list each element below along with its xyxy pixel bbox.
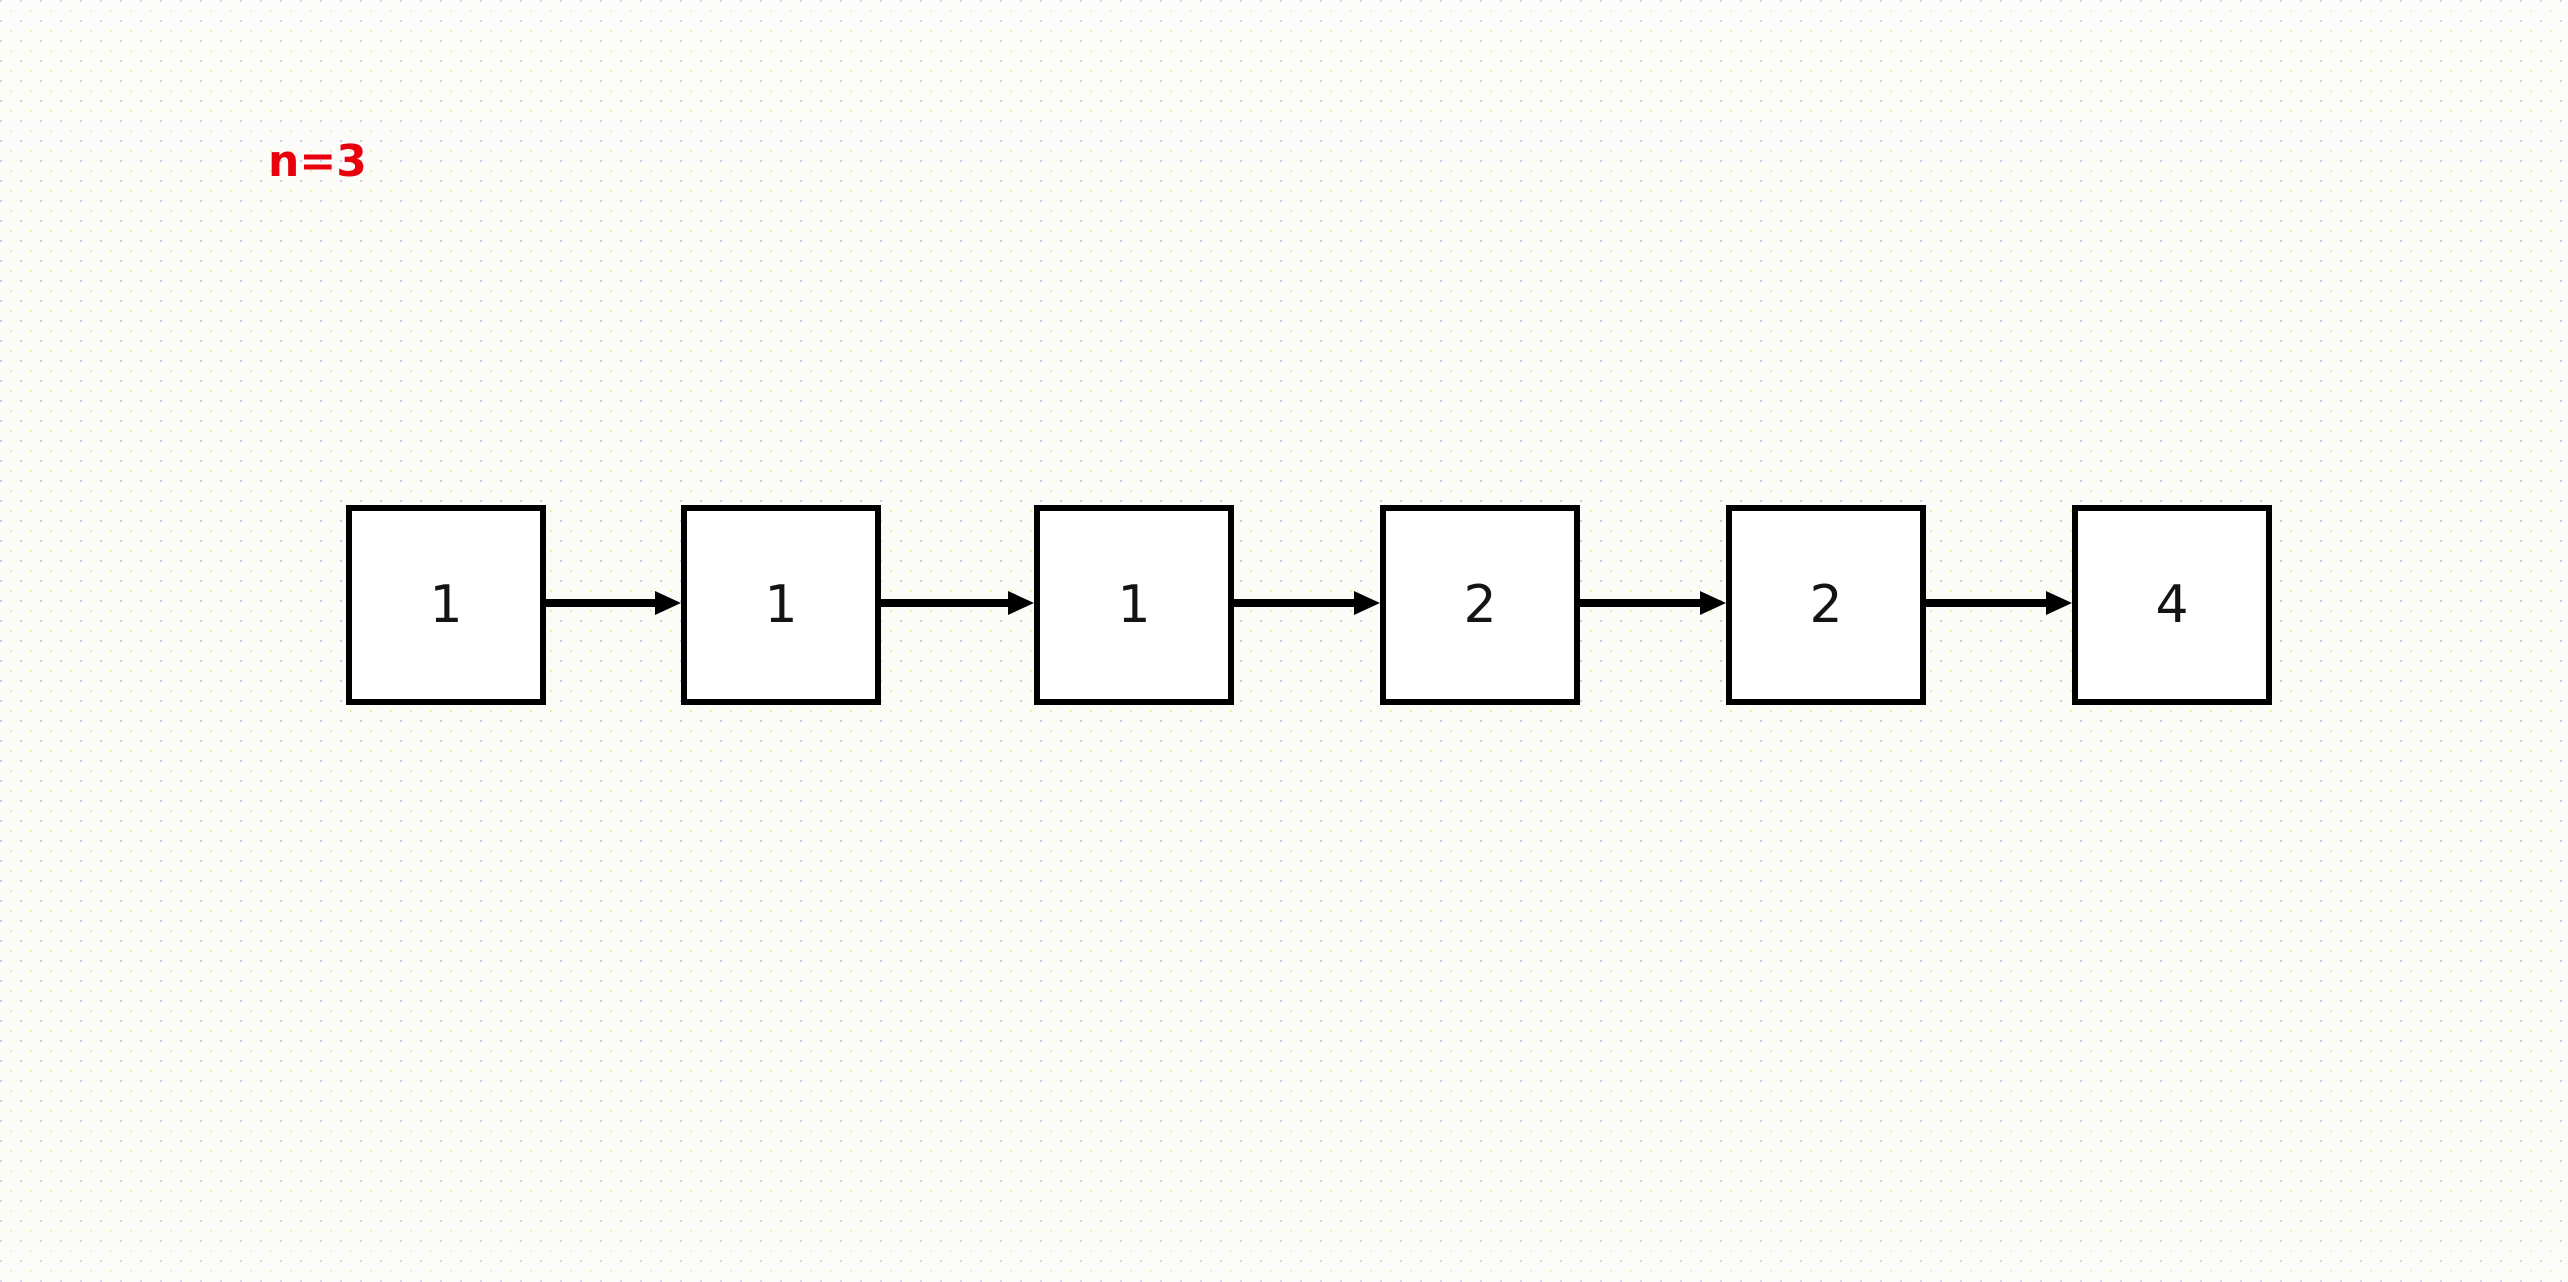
arrow-connector: [1234, 591, 1380, 615]
node-box: 1: [1034, 505, 1234, 705]
node-value: 2: [1463, 575, 1497, 635]
arrow-connector: [1926, 591, 2072, 615]
node-box: 1: [346, 505, 546, 705]
node-box: 4: [2072, 505, 2272, 705]
node-value: 1: [764, 575, 798, 635]
arrow-icon: [546, 591, 681, 615]
arrow-connector: [1580, 591, 1726, 615]
arrow-connector: [546, 591, 681, 615]
node-value: 1: [429, 575, 463, 635]
arrow-connector: [881, 591, 1034, 615]
arrow-icon: [1234, 591, 1380, 615]
node-value: 2: [1809, 575, 1843, 635]
node-value: 4: [2155, 575, 2189, 635]
node-box: 2: [1380, 505, 1580, 705]
node-box: 2: [1726, 505, 1926, 705]
arrow-icon: [881, 591, 1034, 615]
arrow-icon: [1926, 591, 2072, 615]
arrow-icon: [1580, 591, 1726, 615]
node-value: 1: [1117, 575, 1151, 635]
n-value-label: n=3: [268, 136, 367, 187]
node-box: 1: [681, 505, 881, 705]
